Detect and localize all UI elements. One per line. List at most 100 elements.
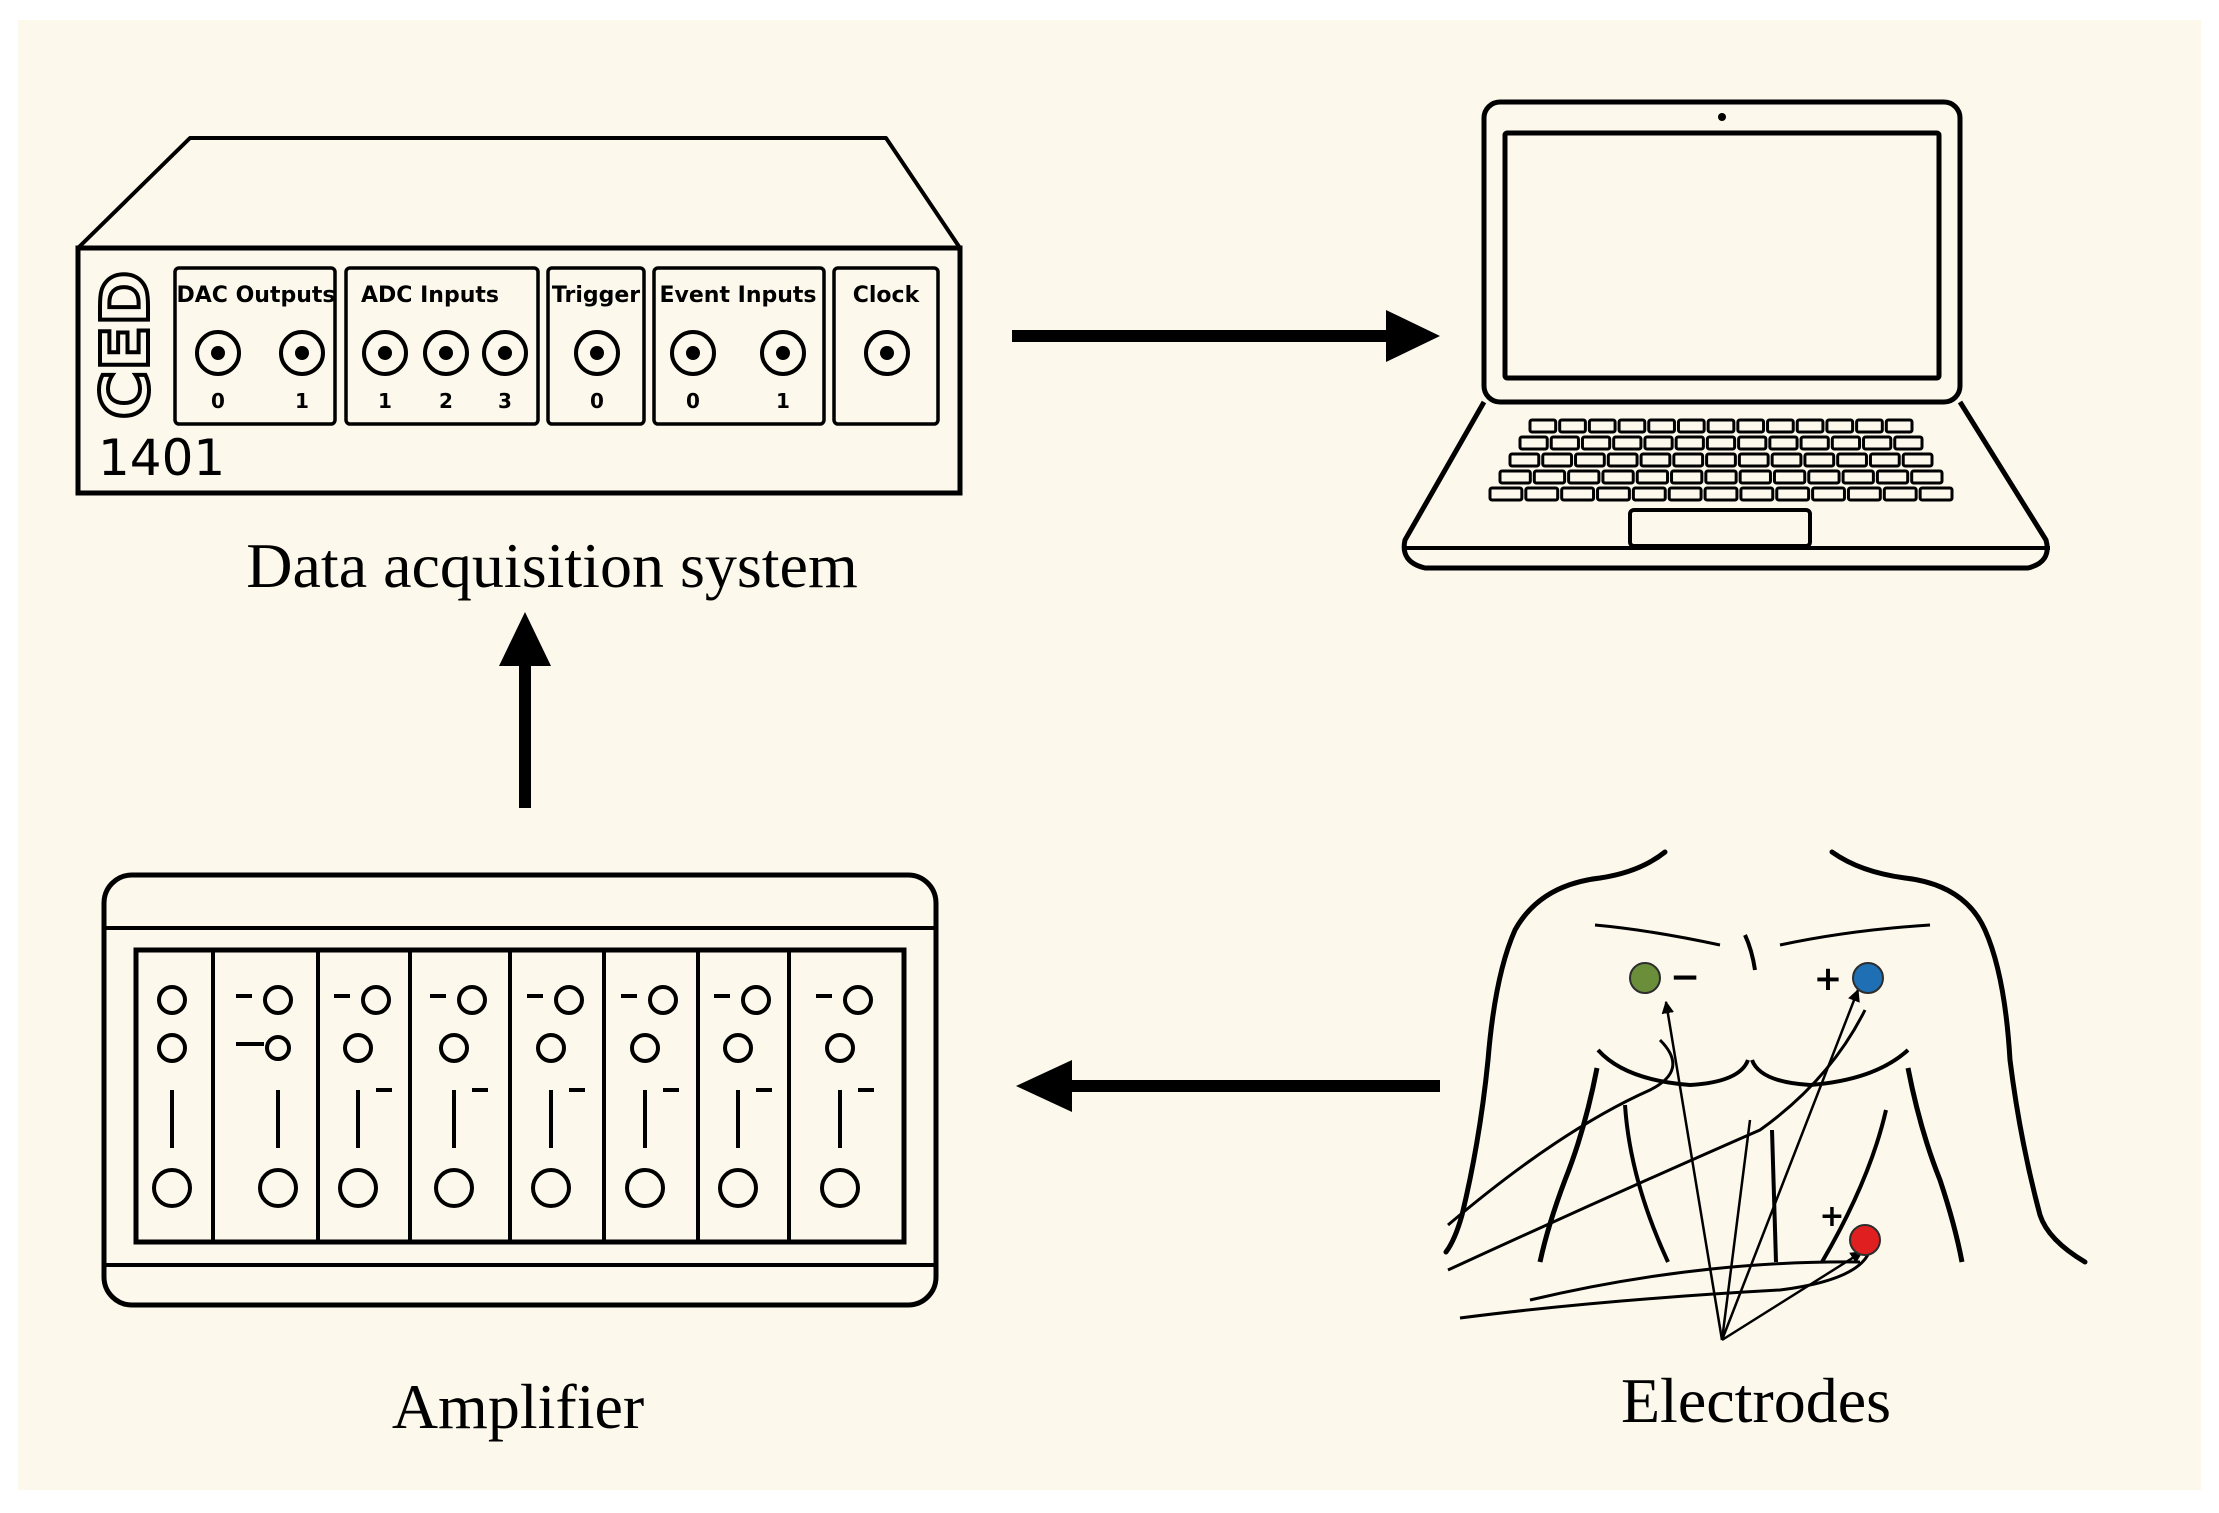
keyboard-key [1770,452,1803,468]
keyboard-key [1612,435,1643,451]
keyboard-key [1766,418,1795,434]
electrode-sign-positive-lower: + [1819,1199,1844,1234]
keyboard-key [1910,469,1944,485]
keyboard-key [1587,418,1617,434]
bnc-port [279,330,325,376]
amplifier-channel [621,985,679,1208]
daq-group-label: Event Inputs [660,283,817,308]
port-number: 1 [378,389,392,413]
keyboard-key [1635,469,1670,485]
daq-group-trigger: Trigger 0 [546,266,646,426]
amplifier-channel [714,985,772,1208]
bnc-port [864,330,910,376]
laptop-icon [1401,99,2050,571]
keyboard-key [1498,469,1532,485]
keyboard-key [1738,469,1772,485]
keyboard-key [1532,469,1567,485]
daq-group-clock: Clock [832,266,940,426]
keyboard-key [1901,452,1934,468]
daq-group-event-inputs: Event Inputs 0 1 [652,266,826,426]
keyboard-key [1706,418,1736,434]
bnc-port [760,330,806,376]
keyboard-key [1549,435,1580,451]
keyboard-key [1560,486,1596,502]
keyboard-key [1862,435,1893,451]
keyboard-key [1893,435,1924,451]
keyboard-key [1518,435,1549,451]
amplifier-channel [152,985,192,1208]
daq-label: Data acquisition system [246,530,857,601]
keyboard-key [1639,452,1672,468]
bnc-port [362,330,408,376]
daq-group-adc-inputs: ADC Inputs 1 2 3 [344,266,540,426]
keyboard-key [1574,452,1606,468]
keyboard-key [1705,452,1737,468]
amplifier-channel [236,985,298,1208]
data-acquisition-device: CED 1401 DAC Outputs 0 1 ADC Inputs [75,136,963,496]
keyboard-key [1918,486,1954,502]
diagram-background [18,20,2201,1490]
keyboard-key [1855,418,1884,434]
torso-illustration: − + + [1443,849,2088,1342]
keyboard-key [1524,486,1560,502]
electrodes-label: Electrodes [1621,1365,1891,1436]
keyboard-key [1882,486,1918,502]
amplifier-channel [816,985,874,1208]
keyboard-key [1846,486,1882,502]
keyboard-key [1528,418,1558,434]
bnc-port [670,330,716,376]
bnc-port [574,330,620,376]
keyboard-key [1541,452,1574,468]
keyboard-key [1841,469,1875,485]
keyboard-key [1704,469,1738,485]
keyboard-key [1807,469,1841,485]
keyboard-key [1737,452,1770,468]
electrode-sign-positive-upper: + [1814,959,1843,999]
daq-group-dac-outputs: DAC Outputs 0 1 [173,266,337,426]
keyboard-key [1836,452,1868,468]
daq-group-label: DAC Outputs [177,283,336,308]
keyboard-key [1670,469,1704,485]
keyboard-key [1606,452,1639,468]
daq-group-label: Clock [853,283,921,308]
electrode-sign-negative: − [1670,957,1700,998]
port-number: 2 [439,389,453,413]
port-number: 0 [211,389,225,413]
amplifier-device [101,872,939,1308]
keyboard-key [1508,452,1541,468]
amplifier-channel [527,985,585,1208]
amplifier-channel [430,985,488,1208]
keyboard-key [1737,435,1768,451]
keyboard-key [1703,486,1739,502]
keyboard-key [1811,486,1846,502]
keyboard-key [1768,435,1799,451]
keyboard-key [1795,418,1825,434]
electrode-negative: − [1629,957,1700,998]
keyboard-key [1643,435,1674,451]
keyboard-key [1558,418,1587,434]
keyboard-key [1739,486,1775,502]
keyboard-key [1830,435,1862,451]
port-number: 1 [776,389,790,413]
port-number: 0 [686,389,700,413]
arrow-electrodes-to-amplifier [1016,1060,1440,1112]
keyboard-key [1672,452,1705,468]
trackpad [1628,508,1812,548]
keyboard-key [1772,469,1807,485]
arrow-daq-to-computer [1012,310,1440,362]
keyboard-key [1676,418,1706,434]
keyboard-key [1601,469,1635,485]
keyboard-key [1647,418,1676,434]
keyboard-key [1617,418,1647,434]
electrode-positive-upper: + [1814,959,1884,999]
keyboard-key [1674,435,1705,451]
lead-wires [1447,988,1872,1342]
keyboard-key [1825,418,1855,434]
amplifier-label: Amplifier [392,1371,644,1442]
port-number: 3 [498,389,512,413]
keyboard-key [1488,486,1524,502]
keyboard-key [1775,486,1811,502]
keyboard-key [1631,486,1667,502]
keyboard-key [1875,469,1910,485]
